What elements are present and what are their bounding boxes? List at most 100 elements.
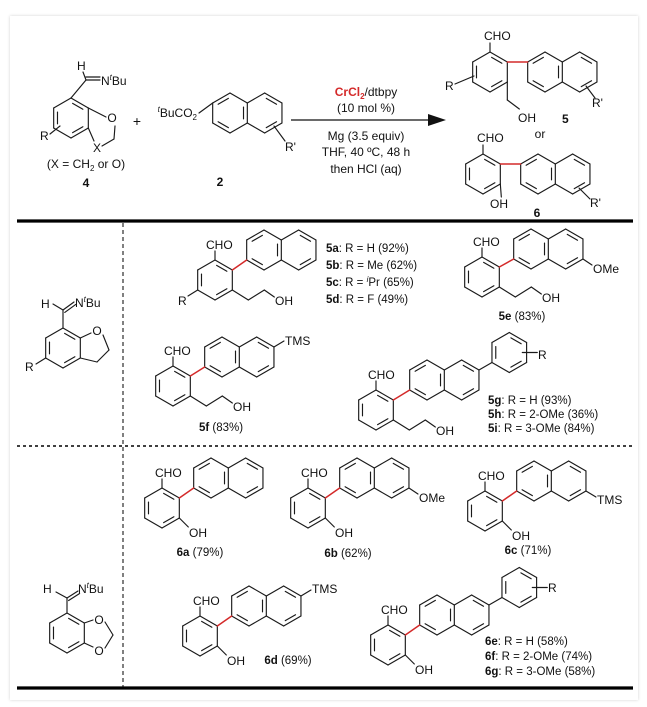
ring-bond bbox=[554, 153, 574, 165]
ring-bond bbox=[53, 127, 72, 139]
double-bond bbox=[566, 257, 579, 265]
product-5f: CHO TMS OH 5f (83%) bbox=[164, 334, 310, 434]
hydroxyl-group: OH bbox=[233, 400, 251, 414]
ring-bond bbox=[443, 389, 463, 401]
double-bond bbox=[216, 288, 228, 296]
double-bond bbox=[389, 629, 401, 637]
solvent-temp-time: THF, 40 ºC, 48 h bbox=[322, 145, 410, 159]
substituent-r-prime: R' bbox=[285, 140, 296, 154]
ring-bond bbox=[530, 258, 549, 270]
ring-bond bbox=[513, 228, 532, 240]
double-bond bbox=[236, 590, 248, 598]
double-bond bbox=[525, 158, 537, 166]
ring-bond bbox=[248, 615, 267, 627]
ring-bond bbox=[537, 153, 556, 165]
atom-h: H bbox=[43, 582, 52, 596]
ring-bond bbox=[409, 359, 428, 371]
ring-bond bbox=[579, 51, 598, 63]
double-bond bbox=[284, 614, 297, 622]
compound-id: 5e bbox=[499, 311, 512, 323]
new-cc-bond bbox=[178, 487, 195, 499]
r-bond bbox=[578, 187, 591, 200]
entry-yield-rest: Pr (65%) bbox=[368, 277, 414, 289]
ring-bond bbox=[263, 229, 282, 241]
entry-6e: 6e: R = H (58%) bbox=[485, 636, 568, 648]
ring-bond bbox=[256, 366, 275, 378]
ring-bond bbox=[513, 258, 532, 270]
ester-text: BuCO bbox=[160, 106, 193, 120]
product-5: CHO R R' OH 5 bbox=[445, 29, 603, 126]
product-5e: CHO OMe OH 5e (83%) bbox=[473, 235, 619, 323]
bond-line bbox=[113, 125, 116, 140]
compound-id: 5b bbox=[326, 260, 339, 272]
ring-bond bbox=[565, 228, 584, 240]
aldehyde-group: CHO bbox=[381, 603, 408, 617]
double-bond bbox=[486, 495, 498, 503]
ring-bond bbox=[339, 487, 358, 499]
yield: (69%) bbox=[278, 655, 312, 667]
ring-bond bbox=[283, 585, 302, 597]
double-bond bbox=[520, 572, 532, 580]
double-bond bbox=[580, 56, 593, 64]
bond-line bbox=[70, 79, 87, 99]
entry-5h: 5h: R = 2-OMe (36%) bbox=[488, 409, 598, 421]
double-bond bbox=[491, 80, 503, 88]
ring-bond bbox=[554, 183, 574, 195]
ring-bond bbox=[518, 566, 538, 579]
ring-bond bbox=[568, 460, 587, 472]
substituent-r: R bbox=[548, 581, 557, 595]
butyl: Bu bbox=[112, 74, 127, 88]
ring-bond bbox=[193, 457, 212, 469]
r-bond bbox=[454, 75, 475, 85]
compound-label: 5e (83%) bbox=[499, 311, 546, 323]
hydroxyl-group: OH bbox=[518, 111, 536, 125]
new-cc-bond bbox=[404, 624, 421, 636]
ring-bond bbox=[472, 81, 491, 93]
ring-bond bbox=[527, 81, 546, 93]
product-6a: CHO OH 6a (79%) bbox=[155, 466, 224, 559]
double-bond bbox=[521, 465, 533, 473]
double-bond bbox=[510, 360, 522, 368]
reaction-conditions: CrCl2/dtbpy (10 mol %) Mg (3.5 equiv) TH… bbox=[322, 85, 410, 176]
ring-bond bbox=[263, 259, 282, 271]
substituent-r-prime: R' bbox=[590, 196, 601, 210]
atom-h: H bbox=[77, 59, 86, 73]
ring-bond bbox=[467, 520, 486, 532]
double-bond bbox=[216, 264, 228, 272]
bond-line bbox=[66, 590, 79, 599]
catalyst: CrCl bbox=[335, 85, 360, 99]
ring-bond bbox=[144, 487, 163, 499]
new-cc-bond bbox=[231, 259, 248, 271]
product-6b: CHO OMe OH 6b (62%) bbox=[301, 466, 445, 560]
table-rules bbox=[17, 219, 633, 690]
atom-o: O bbox=[94, 644, 103, 658]
ring-bond bbox=[387, 624, 406, 636]
ring-bond bbox=[508, 331, 528, 344]
atom-n: N bbox=[101, 74, 110, 88]
compound-4: H NtBu O X R (X = CH2 or O) 4 bbox=[40, 59, 127, 190]
ring-bond bbox=[453, 624, 473, 636]
ring-bond bbox=[520, 183, 539, 195]
atom-x: X bbox=[93, 141, 101, 155]
hydroxyl-group: OH bbox=[490, 197, 508, 211]
double-bond bbox=[72, 102, 84, 110]
ring-bond bbox=[544, 81, 563, 93]
butyl: Bu bbox=[86, 296, 101, 310]
entry-yield: : R = H (93%) bbox=[501, 395, 571, 407]
ligand: /dtbpy bbox=[365, 85, 398, 99]
ring-bond bbox=[561, 81, 581, 93]
bond-line bbox=[52, 303, 64, 311]
compound-label: 6b (62%) bbox=[324, 548, 371, 560]
compound-id: 5i bbox=[488, 423, 498, 435]
oh-bond bbox=[324, 517, 335, 528]
substituent-bond bbox=[582, 258, 593, 266]
double-bond bbox=[424, 623, 436, 631]
ring-bond bbox=[238, 366, 258, 378]
double-bond bbox=[484, 158, 496, 166]
double-bond bbox=[236, 614, 248, 622]
new-cc-bond bbox=[392, 389, 411, 401]
double-bond bbox=[309, 492, 321, 500]
aldehyde-group: CHO bbox=[164, 344, 191, 358]
ring-bond bbox=[256, 336, 275, 348]
